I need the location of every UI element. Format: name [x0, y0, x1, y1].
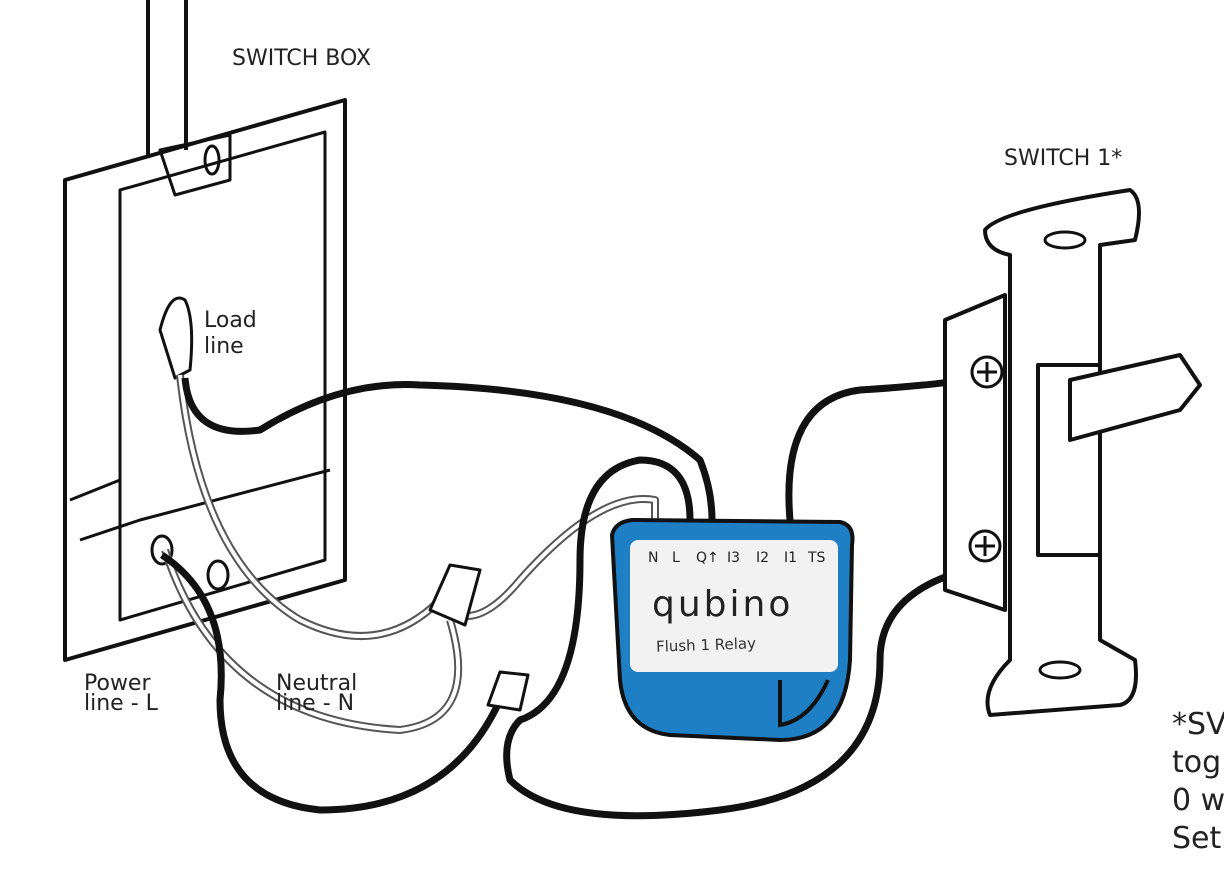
qubino-device — [609, 517, 855, 743]
footnote-line-3: 0 w — [1172, 783, 1224, 818]
black-wires — [160, 374, 976, 820]
neutral-line-text-2: line - N — [276, 691, 355, 716]
terminal-i1: I1 — [784, 550, 798, 566]
wire-cap — [158, 296, 194, 380]
switch-box-inner — [118, 130, 327, 622]
cable-entry — [206, 559, 230, 591]
footnote-line-1: *SV — [1172, 707, 1224, 742]
device-model: Flush 1 Relay — [655, 634, 757, 656]
label-neutral-line: Neutral line - N — [276, 671, 358, 716]
label-load-line: Load line — [204, 308, 257, 360]
footnote-line-2: tog — [1172, 745, 1222, 780]
conduit — [146, 0, 188, 158]
terminal-i3: I3 — [727, 550, 741, 566]
load-line-text-1: Load — [204, 308, 257, 333]
load-line-text-2: line — [204, 334, 244, 359]
footnote: *SV tog 0 w Set — [1172, 706, 1224, 858]
screw-hole — [203, 144, 221, 176]
label-power-line: Power line - L — [84, 671, 158, 716]
terminal-ts: TS — [808, 550, 826, 566]
footnote-line-4: Set — [1172, 821, 1222, 856]
box-floor — [69, 468, 331, 542]
neutral-line-text-1: Neutral — [276, 671, 358, 696]
cable-entry — [150, 534, 174, 566]
switch-box-outer — [63, 98, 347, 662]
terminal-l: L — [672, 550, 680, 566]
wire-nut-neutral — [428, 563, 482, 627]
label-switch-box: SWITCH BOX — [232, 46, 371, 71]
terminal-n: N — [648, 550, 659, 566]
power-line-text-2: line - L — [84, 691, 158, 716]
switch-1 — [943, 188, 1202, 717]
power-line-text-1: Power — [84, 671, 151, 696]
brand-logo: qubino — [652, 584, 794, 625]
terminal-i2: I2 — [756, 550, 770, 566]
mounting-tab — [158, 133, 232, 197]
wire-nut-line — [486, 670, 530, 712]
label-switch-1: SWITCH 1* — [1004, 146, 1123, 171]
terminal-q: Q↑ — [696, 550, 719, 566]
